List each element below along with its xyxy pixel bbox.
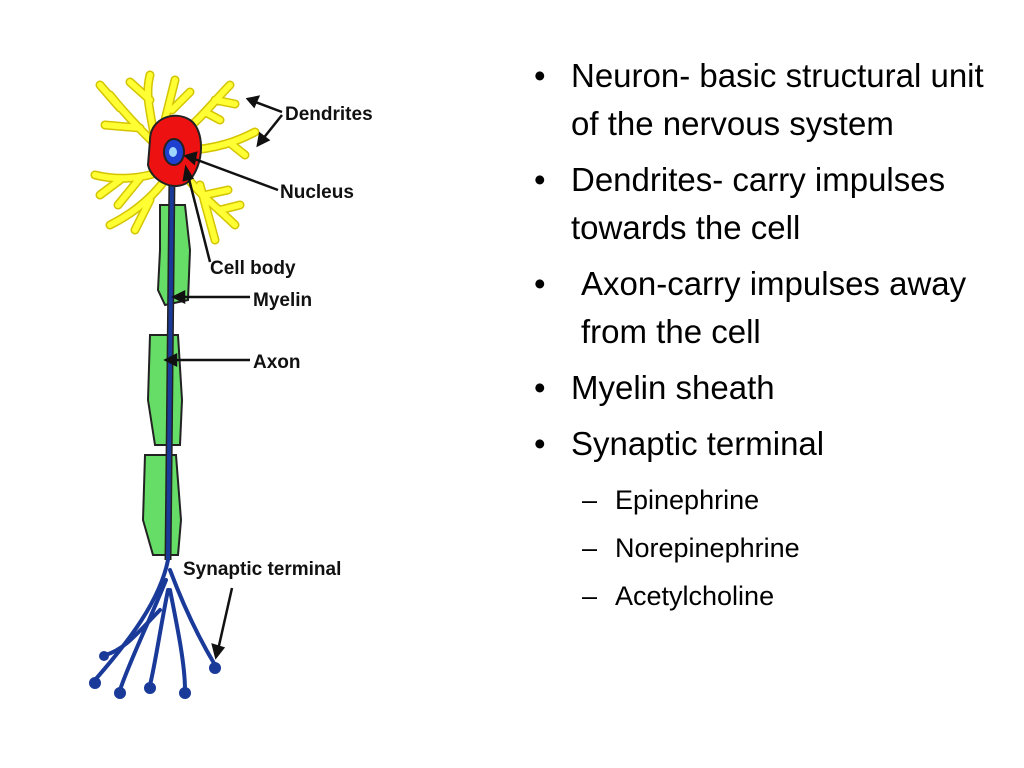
bullet-axon: Axon-carry impulses away from the cell — [530, 260, 1000, 356]
label-myelin: Myelin — [253, 290, 312, 311]
bullet-myelin-sheath: Myelin sheath — [530, 364, 1000, 412]
nucleus — [163, 138, 185, 166]
dendrites — [90, 70, 260, 245]
bullet-neuron: Neuron- basic structural unit of the ner… — [530, 52, 1000, 148]
bullet-dendrites: Dendrites- carry impulses towards the ce… — [530, 156, 1000, 252]
label-nucleus: Nucleus — [280, 182, 354, 203]
label-cell-body: Cell body — [210, 258, 296, 279]
sub-bullet-epinephrine: Epinephrine — [530, 476, 1000, 524]
bullet-synaptic-terminal: Synaptic terminal — [530, 420, 1000, 468]
sub-bullet-acetylcholine: Acetylcholine — [530, 572, 1000, 620]
synaptic-terminal-branches — [93, 558, 217, 692]
pointer-arrows — [163, 95, 283, 660]
label-synaptic-terminal: Synaptic terminal — [183, 559, 341, 580]
axon — [164, 174, 176, 561]
bullet-list: Neuron- basic structural unit of the ner… — [530, 52, 1000, 620]
terminal-bulbs — [89, 651, 221, 699]
sub-bullet-norepinephrine: Norepinephrine — [530, 524, 1000, 572]
label-dendrites: Dendrites — [285, 104, 373, 125]
label-axon: Axon — [253, 352, 301, 373]
neuron-diagram: Dendrites Nucleus Cell body Myelin Axon … — [89, 70, 373, 699]
